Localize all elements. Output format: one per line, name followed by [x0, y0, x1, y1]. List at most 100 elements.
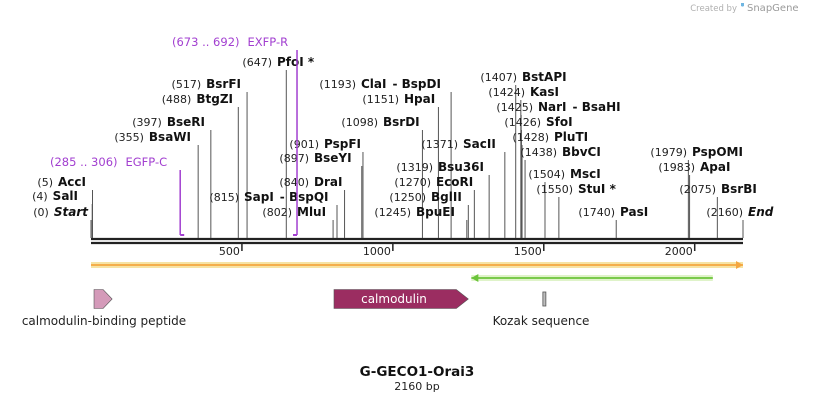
site-bsawi: BsaWI(355): [114, 130, 199, 238]
site-name: ApaI: [700, 160, 730, 174]
site-position: (1270): [394, 176, 431, 189]
site-position: (1151): [362, 93, 399, 106]
primer-name: EGFP-C: [126, 155, 168, 169]
primer-name: EXFP-R: [248, 35, 289, 49]
site-position: (1983): [658, 161, 695, 174]
backbone: [91, 237, 743, 245]
site-name: BpuEI: [416, 205, 455, 219]
site-position: (1425): [496, 101, 533, 114]
axis-tick-label: 2000: [665, 245, 693, 258]
site-position: (802): [262, 206, 292, 219]
site-sapi: (815)SapI- BspQI: [209, 190, 338, 238]
site-name: PspOMI: [692, 145, 743, 159]
site-position: (1426): [504, 116, 541, 129]
site-name: BseYI: [314, 151, 352, 165]
feature-calmodulin: calmodulin: [333, 289, 469, 309]
site-pspomi: (1979) PspOMI: [650, 145, 743, 238]
site-btgzi: BtgZI(488): [162, 92, 239, 238]
site-name: BtgZI: [196, 92, 233, 106]
site-position: (397): [132, 116, 162, 129]
site-position: (5): [37, 176, 53, 189]
site-name: MluI: [297, 205, 326, 219]
site-position: (1407): [480, 71, 517, 84]
site-position: (1428): [512, 131, 549, 144]
site-position: (2160): [706, 206, 743, 219]
site-name: Start: [54, 205, 89, 219]
primers: (285 .. 306) EGFP-C (673 .. 692)EXFP-R: [50, 35, 298, 236]
site-drai: (840)DraI: [279, 175, 346, 238]
site-sali: SalI (4): [32, 189, 93, 238]
site-name: KasI: [530, 85, 559, 99]
site-position: (517): [172, 78, 202, 91]
site-name: BsrBI: [721, 182, 757, 196]
site-name: BglII: [431, 190, 462, 204]
feature-kozak-sequence: Kozak sequence: [493, 291, 590, 328]
site-position: (1740): [578, 206, 615, 219]
site-bseri: BseRI(397): [132, 115, 212, 238]
site-name: BstAPI: [522, 70, 567, 84]
map-length: 2160 bp: [394, 380, 439, 393]
feature-arrow: [93, 289, 113, 309]
site-clai: (1193)ClaI- BspDI: [319, 77, 452, 238]
site-position: (1424): [488, 86, 525, 99]
site-bsu36i: (1319)Bsu36I: [396, 160, 490, 238]
site-pfoi: (647)PfoI *: [242, 55, 315, 238]
site-position: (2075): [679, 183, 716, 196]
site-name: SacII: [463, 137, 496, 151]
site-name: StuI *: [578, 182, 617, 196]
site-position: (1438): [520, 146, 557, 159]
site-name: NarI: [538, 100, 567, 114]
site-mlui: (802) MluI: [262, 205, 334, 238]
site-position: (1371): [421, 138, 458, 151]
site-name: BbvCI: [562, 145, 601, 159]
site-name: PspFI: [324, 137, 361, 151]
site-bsrbi: (2075) BsrBI: [679, 182, 757, 238]
snapgene-icon: [741, 3, 744, 7]
site-end: (2160)End: [706, 205, 774, 238]
restriction-sites: Start (0) SalI (4) AccI (5) BsaWI(355)BseRI(39…: [32, 55, 774, 238]
site-position: (815): [209, 191, 239, 204]
site-start: Start (0): [33, 205, 92, 238]
site-position: (4): [32, 190, 48, 203]
site-position: (897): [279, 152, 309, 165]
site-position: (1245): [374, 206, 411, 219]
axis-tick-label: 500: [219, 245, 240, 258]
feature-calmodulin-binding-peptide: calmodulin-binding peptide: [22, 289, 186, 328]
axis-ticks: 500 1000 1500 2000: [219, 243, 696, 258]
orf-forward: [91, 261, 743, 269]
site-position: (901): [289, 138, 319, 151]
site-msci: (1504) MscI: [528, 167, 601, 238]
axis-tick-label: 1000: [363, 245, 391, 258]
site-position: (647): [242, 56, 272, 69]
primer-range: (285 .. 306): [50, 155, 118, 169]
site-name: SalI: [53, 189, 78, 203]
feature-label: Kozak sequence: [493, 314, 590, 328]
site-name-extra: - BspDI: [392, 77, 440, 91]
primer-exfp-r: (673 .. 692)EXFP-R: [172, 35, 298, 236]
site-name: EcoRI: [436, 175, 473, 189]
map-title: G-GECO1-Orai3: [360, 364, 475, 380]
site-name: BsrFI: [206, 77, 241, 91]
orf-arrowhead: [736, 261, 743, 269]
site-pluti: (1428)PluTI: [512, 130, 588, 238]
site-name: ClaI: [361, 77, 386, 91]
map-title-block: G-GECO1-Orai3 2160 bp: [360, 364, 475, 393]
site-name: SfoI: [546, 115, 573, 129]
orf-arrowhead: [471, 274, 479, 282]
site-name: MscI: [570, 167, 601, 181]
axis-tick-label: 1500: [514, 245, 542, 258]
site-apai: (1983) ApaI: [658, 160, 730, 238]
site-name: DraI: [314, 175, 342, 189]
site-name-extra: - BsaHI: [573, 100, 621, 114]
site-bglii: (1250)BglII: [389, 190, 469, 238]
credit-brand: SnapGene: [747, 3, 799, 14]
site-position: (0): [33, 206, 49, 219]
site-position: (1504): [528, 168, 565, 181]
orf-reverse: [471, 274, 713, 282]
feature-label: calmodulin: [361, 292, 427, 306]
site-position: (1979): [650, 146, 687, 159]
site-ecori: (1270) EcoRI: [394, 175, 475, 238]
site-position: (1319): [396, 161, 433, 174]
site-name: AccI: [58, 175, 86, 189]
features: calmodulin-binding peptide calmodulinKoza…: [22, 289, 590, 328]
